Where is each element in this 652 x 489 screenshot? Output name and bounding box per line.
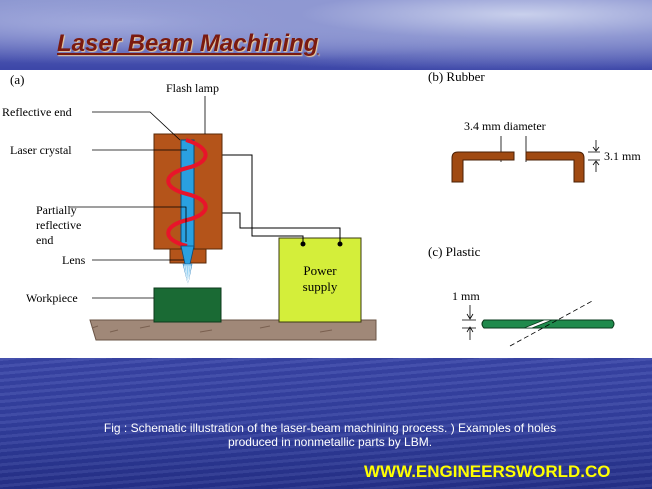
- plastic-thickness-dim: [462, 305, 476, 340]
- laser-beam: [182, 263, 193, 285]
- rubber-part-left: [451, 151, 515, 183]
- partially-reflective-label-1: Partially: [36, 203, 77, 217]
- terminal-2: [337, 241, 343, 247]
- plastic-part: [481, 319, 615, 329]
- power-cable-top: [222, 154, 304, 244]
- lens-label: Lens: [62, 253, 86, 267]
- reflective-end-label: Reflective end: [2, 105, 72, 119]
- panel-b-label: (b) Rubber: [428, 70, 485, 84]
- laser-diagram: (a) Power supply Flash lamp Reflective e…: [2, 69, 641, 347]
- caption-line-2: produced in nonmetallic parts by LBM.: [227, 435, 433, 449]
- workpiece-label: Workpiece: [26, 291, 78, 305]
- power-supply: [278, 237, 362, 323]
- power-supply-label-1: Power: [303, 263, 337, 278]
- sky-background: [0, 0, 652, 72]
- rubber-part-right: [525, 151, 585, 183]
- flash-lamp-label: Flash lamp: [166, 81, 219, 95]
- rubber-thickness-dim: [588, 140, 600, 172]
- workpiece: [153, 287, 222, 323]
- partially-reflective-label-3: end: [36, 233, 53, 247]
- plastic-thickness-arrows: [466, 313, 474, 333]
- partially-reflective-label-2: reflective: [36, 218, 81, 232]
- laser-crystal-label: Laser crystal: [10, 143, 72, 157]
- machine-table: [89, 319, 377, 341]
- diagram-panel: (a) Power supply Flash lamp Reflective e…: [0, 69, 652, 358]
- power-cable-bottom: [222, 212, 341, 244]
- partially-reflective-leader: [70, 206, 187, 242]
- figure-caption: Fig : Schematic illustration of the lase…: [70, 421, 590, 449]
- rubber-diameter-label: 3.4 mm diameter: [464, 119, 546, 133]
- terminal-1: [300, 241, 306, 247]
- reflective-end-leader: [92, 111, 181, 141]
- panel-a-label: (a): [10, 72, 24, 87]
- power-supply-label-2: supply: [303, 279, 338, 294]
- flash-lamp-coil: [166, 138, 208, 248]
- table-texture: [91, 325, 333, 333]
- panel-c-label: (c) Plastic: [428, 244, 481, 259]
- website-footer: WWW.ENGINEERSWORLD.CO: [364, 462, 611, 481]
- slide-title: Laser Beam Machining: [57, 30, 319, 57]
- beam-rays: [183, 265, 192, 285]
- sea-background: [0, 358, 652, 489]
- rubber-thickness-label: 3.1 mm: [604, 149, 641, 163]
- caption-line-1: Fig : Schematic illustration of the lase…: [103, 421, 557, 435]
- plastic-hole: [523, 319, 553, 329]
- plastic-thickness-label: 1 mm: [452, 289, 480, 303]
- rubber-thickness-arrows: [592, 146, 600, 166]
